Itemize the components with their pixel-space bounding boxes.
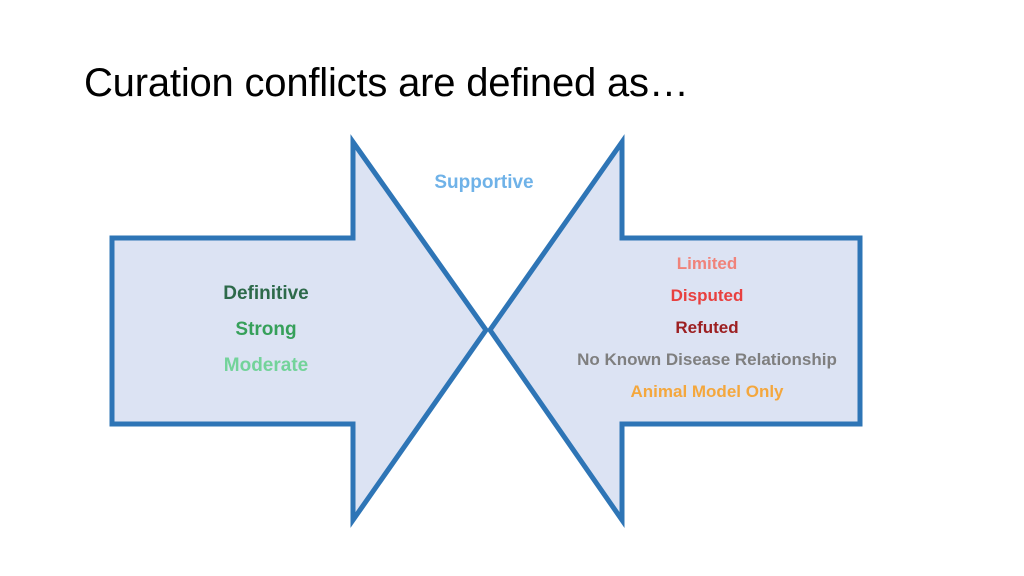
classification-animal-model-only: Animal Model Only <box>630 382 784 401</box>
classification-refuted: Refuted <box>675 318 739 337</box>
classification-strong: Strong <box>235 319 297 340</box>
classification-no-known-disease-relationship: No Known Disease Relationship <box>577 350 837 369</box>
classification-disputed: Disputed <box>670 286 744 305</box>
supportive-label: Supportive <box>434 172 534 193</box>
left-arrow-shape[interactable] <box>109 134 490 528</box>
right-arrow-shape[interactable] <box>486 134 863 528</box>
classification-definitive: Definitive <box>223 283 309 304</box>
page-title: Curation conflicts are defined as… <box>84 61 689 105</box>
classification-moderate: Moderate <box>223 355 309 376</box>
classification-limited: Limited <box>676 254 738 273</box>
